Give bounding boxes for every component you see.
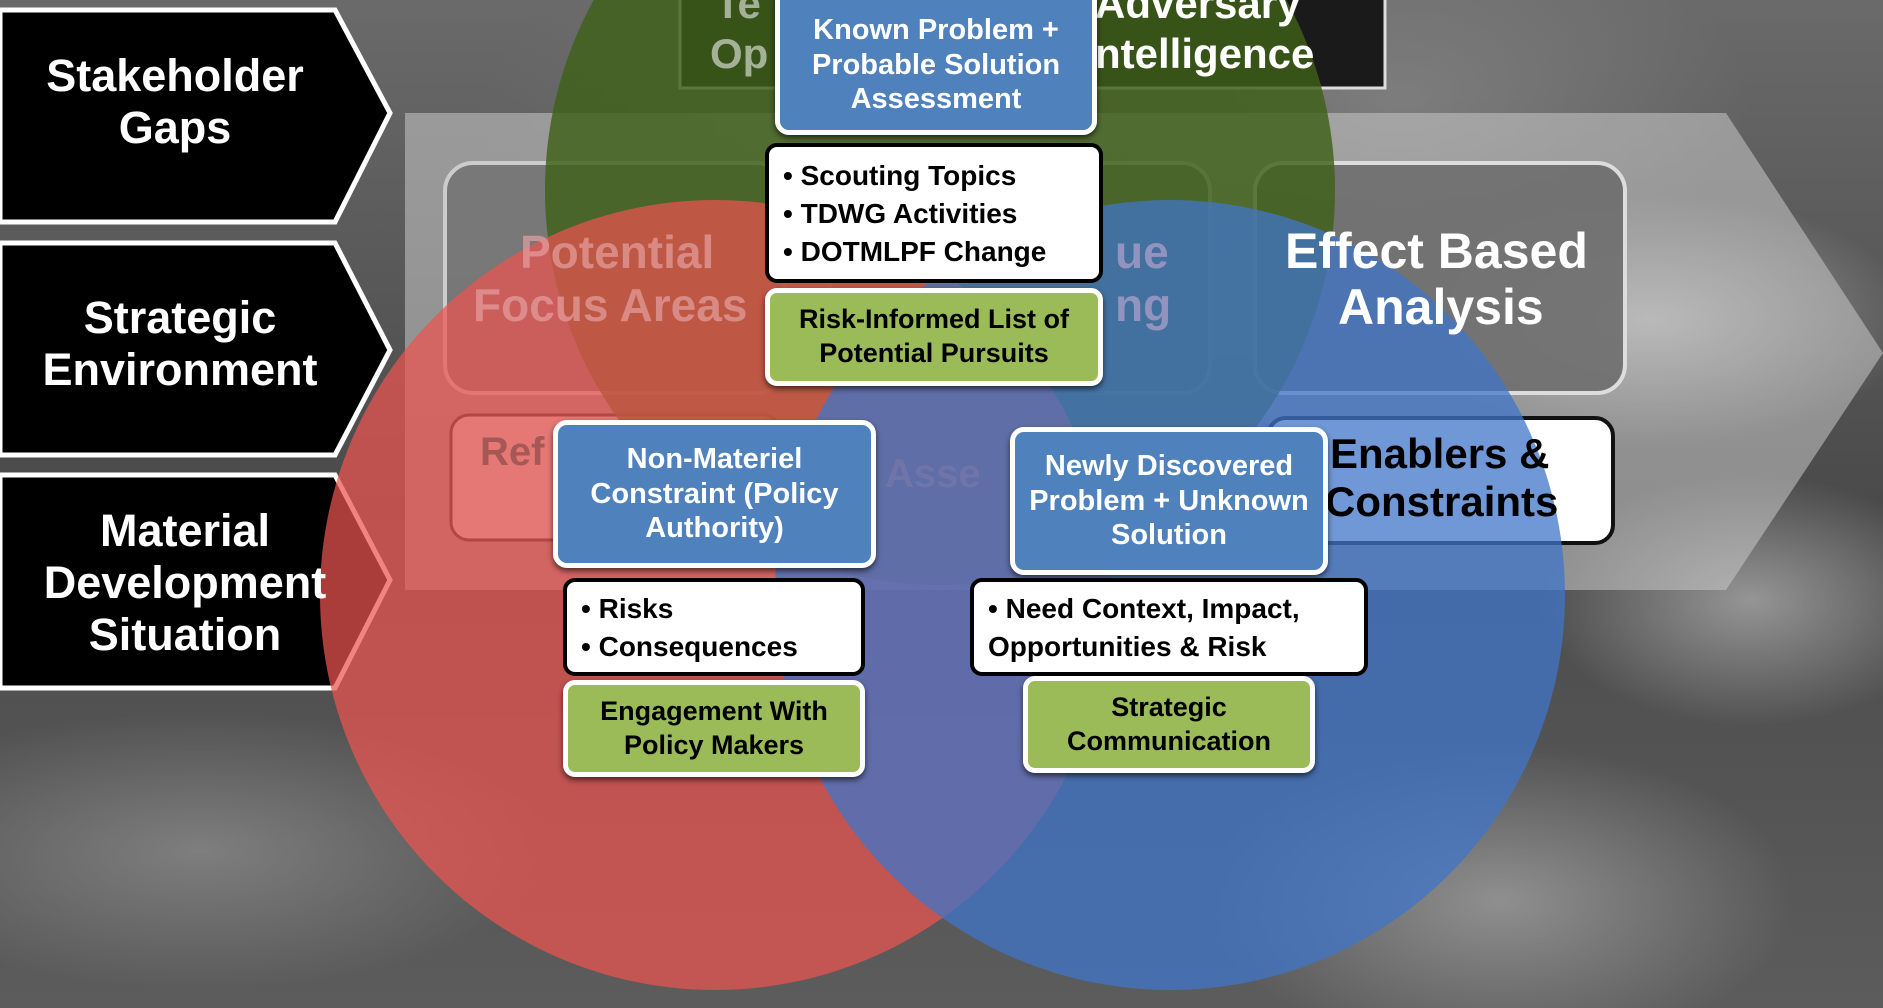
arrow-label-material-development: Material Development Situation: [43, 505, 327, 660]
blue-bullets-box: Need Context, Impact, Opportunities & Ri…: [970, 578, 1368, 676]
stage-text-analysis: Analysis: [1338, 279, 1544, 335]
stage-text-effect-based: Effect Based: [1285, 223, 1588, 279]
bullet-scouting-topics: Scouting Topics: [783, 157, 1085, 195]
left-arrow-stakeholder: [0, 7, 393, 225]
blue-outcome-box: Strategic Communication: [1023, 676, 1315, 773]
red-bullets-box: Risks Consequences: [563, 578, 865, 676]
bullet-need-context: Need Context, Impact, Opportunities & Ri…: [988, 590, 1350, 666]
bullet-tdwg-activities: TDWG Activities: [783, 195, 1085, 233]
banner-text-right: Adversary: [1095, 0, 1301, 27]
blue-bullet-list: Need Context, Impact, Opportunities & Ri…: [988, 590, 1350, 666]
green-outcome-box: Risk-Informed List of Potential Pursuits: [765, 288, 1103, 386]
bullet-dotmlpf-change: DOTMLPF Change: [783, 233, 1085, 271]
banner-text-right-2: ntelligence: [1095, 30, 1315, 77]
sub-text-ref: Ref: [480, 430, 545, 474]
blue-title-box: Newly Discovered Problem + Unknown Solut…: [1010, 427, 1328, 575]
sub-text-assess: Asse: [885, 452, 981, 496]
red-title-box: Non-Materiel Constraint (Policy Authorit…: [553, 420, 876, 568]
sub-text-constraints: Constraints: [1325, 478, 1559, 525]
stage-text-potential: Potential: [520, 226, 715, 278]
left-arrow-strategic: [0, 240, 393, 458]
bullet-risks: Risks: [581, 590, 847, 628]
green-bullet-list: Scouting Topics TDWG Activities DOTMLPF …: [783, 157, 1085, 270]
stage-text-issue-2: ng: [1115, 279, 1172, 331]
arrow-label-stakeholder-gaps: Stakeholder Gaps: [46, 50, 304, 153]
bullet-consequences: Consequences: [581, 628, 847, 666]
banner-text-left-2: Op: [710, 30, 769, 77]
red-outcome-box: Engagement With Policy Makers: [563, 680, 865, 777]
green-title-box: Known Problem + Probable Solution Assess…: [775, 0, 1097, 135]
arrow-label-strategic-environment: Strategic Environment: [42, 292, 318, 395]
green-bullets-box: Scouting Topics TDWG Activities DOTMLPF …: [765, 143, 1103, 283]
red-bullet-list: Risks Consequences: [581, 590, 847, 666]
stage-text-issue: ue: [1115, 226, 1169, 278]
sub-text-enablers: Enablers &: [1330, 430, 1550, 477]
banner-text-left: Te: [715, 0, 761, 27]
stage-text-focus-areas: Focus Areas: [473, 279, 748, 331]
